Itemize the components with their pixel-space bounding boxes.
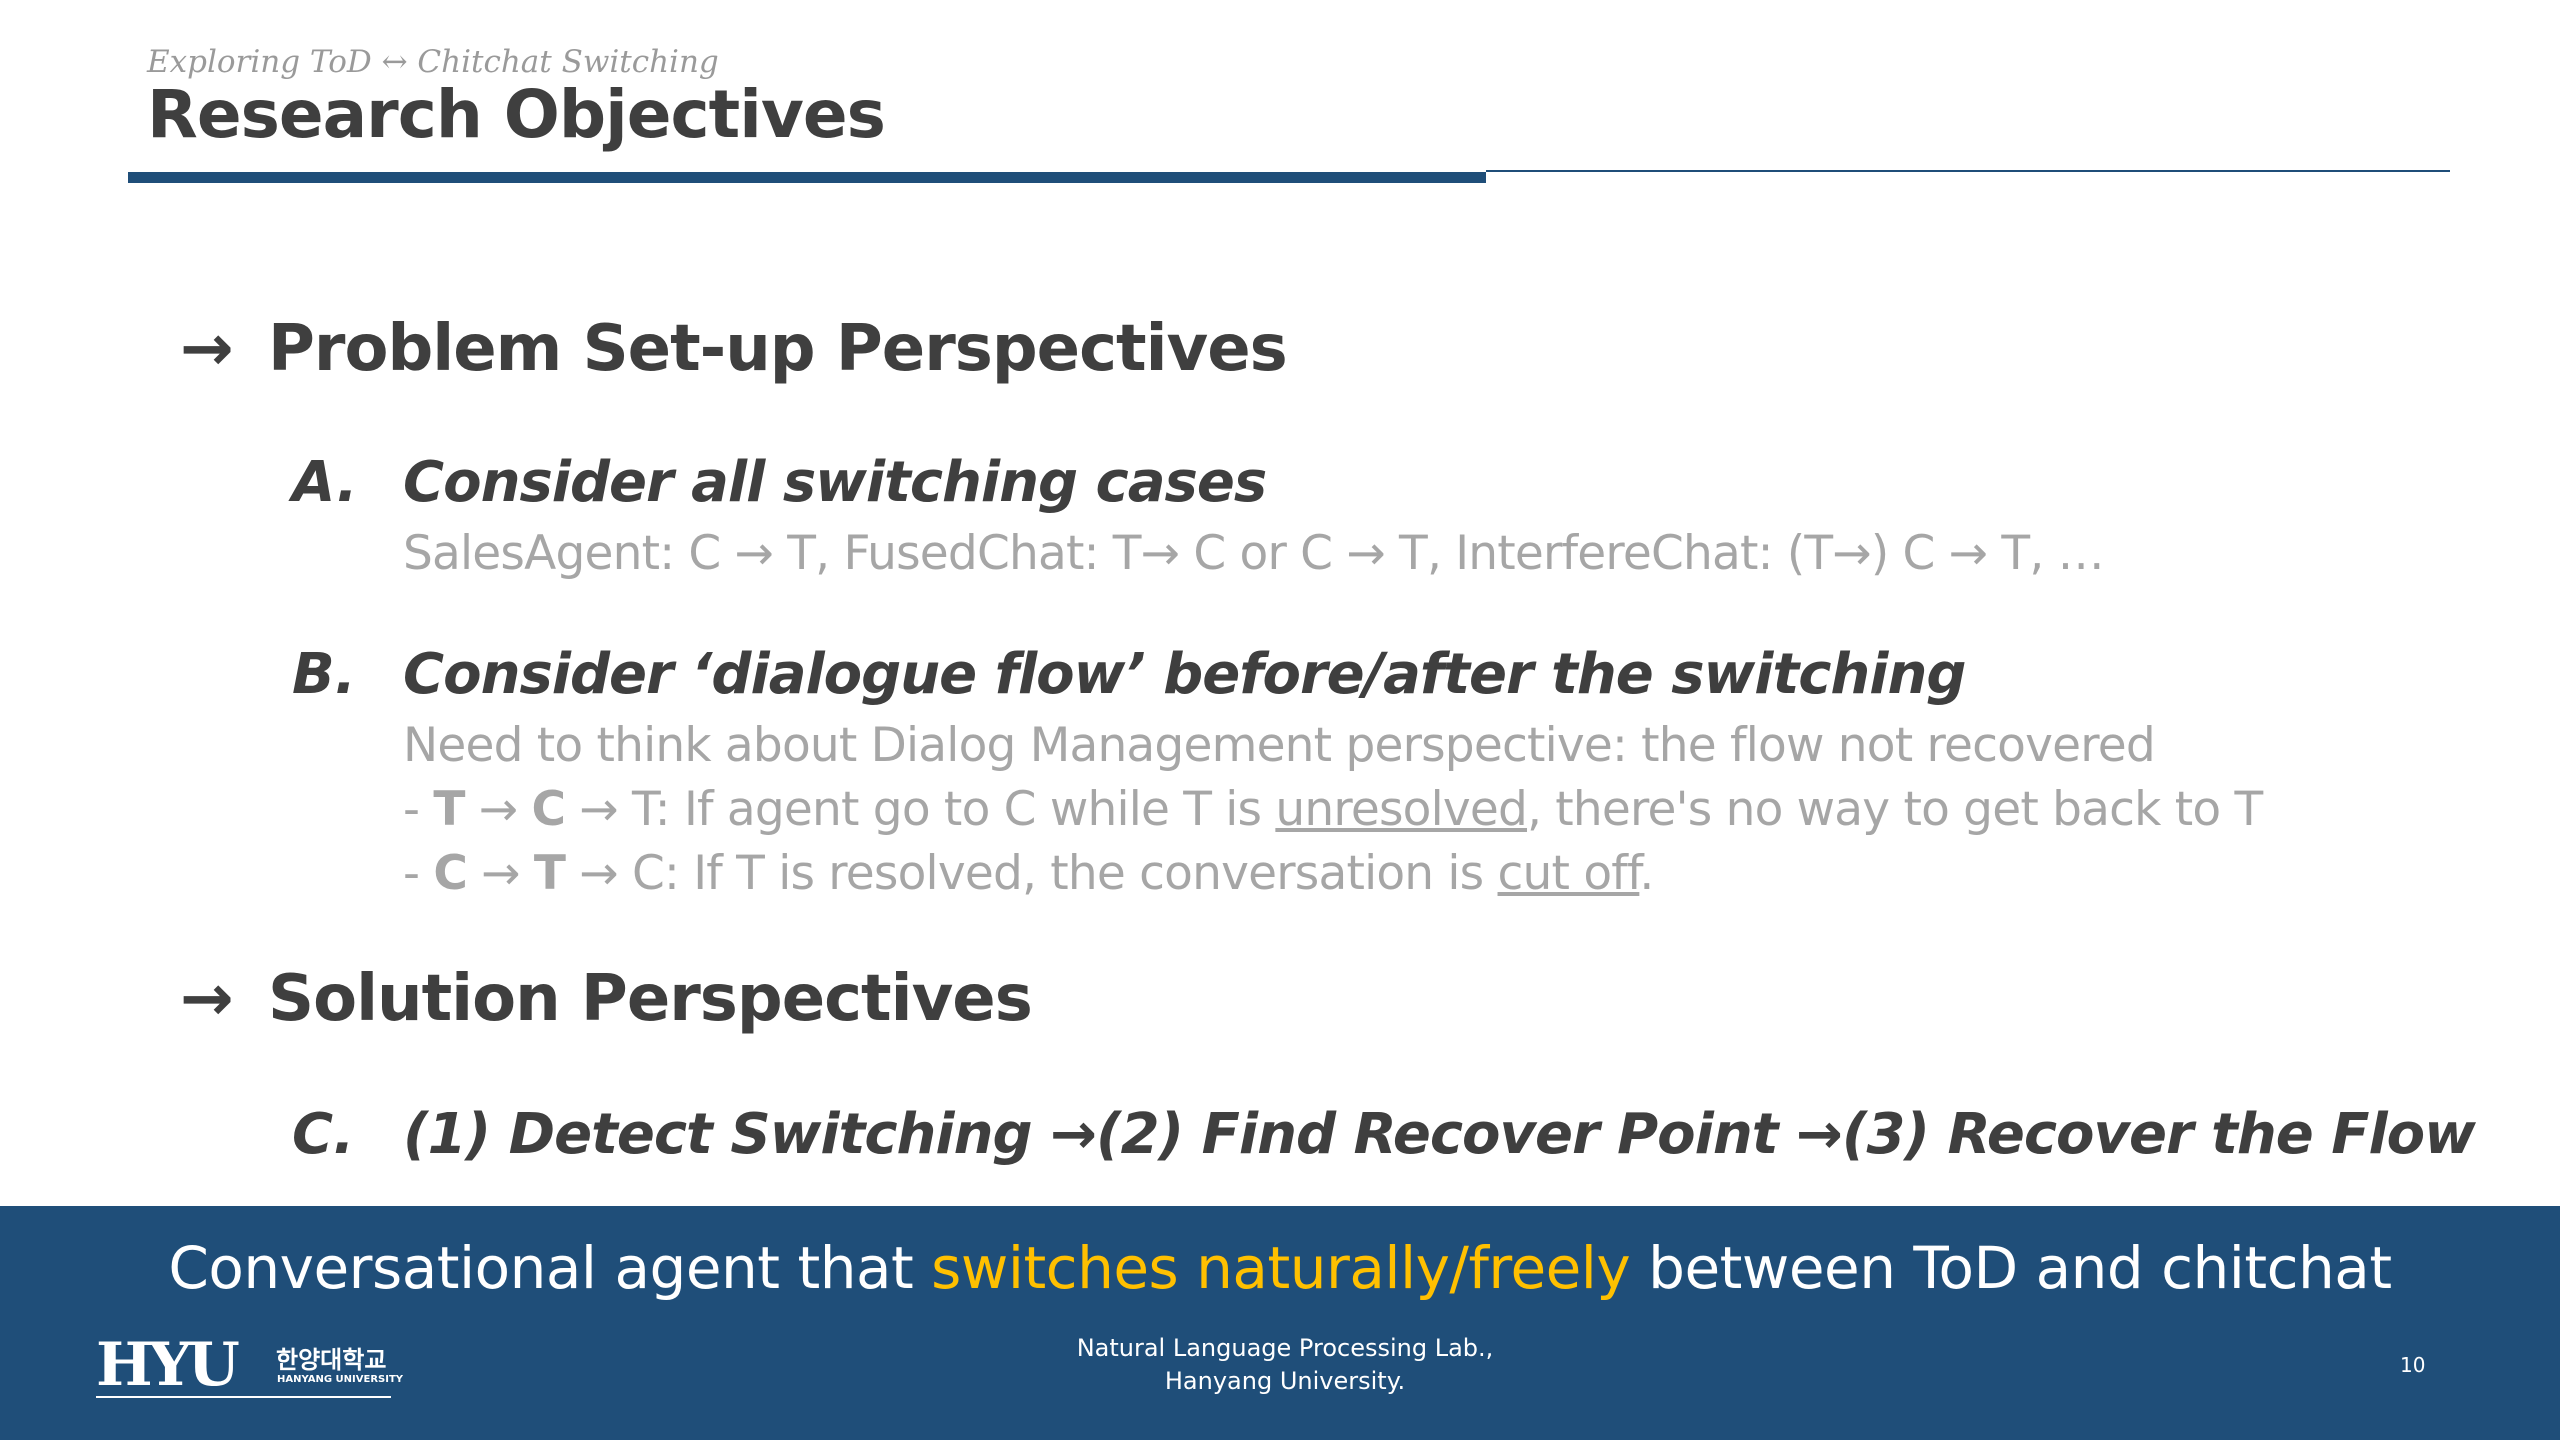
item-a-title: Consider all switching cases	[403, 450, 1267, 515]
banner-highlight: switches naturally/freely	[931, 1234, 1631, 1302]
hyu-wordmark: HYU	[96, 1330, 240, 1400]
logo-korean-name: 한양대학교	[276, 1346, 387, 1374]
t-token: T	[433, 782, 465, 837]
footer-banner	[0, 1206, 2560, 1440]
arrow-icon: →	[565, 782, 633, 837]
dash-prefix: -	[403, 782, 434, 837]
title-underline-thick	[128, 172, 1486, 183]
lab-affiliation: Natural Language Processing Lab., Hanyan…	[1000, 1332, 1570, 1398]
hyu-logo: HYU 한양대학교 HANYANG UNIVERSITY	[96, 1330, 403, 1400]
solution-heading-text: Solution Perspectives	[268, 962, 1033, 1036]
banner-text-end: between ToD and chitchat	[1630, 1234, 2392, 1302]
c-token: C	[531, 782, 566, 837]
page-number: 10	[2400, 1353, 2426, 1377]
underlined-text: cut off	[1497, 846, 1641, 901]
university-name: Hanyang University.	[1164, 1367, 1406, 1395]
underlined-text: unresolved	[1275, 782, 1528, 837]
c-token: C	[433, 846, 468, 901]
line-text: .	[1639, 846, 1654, 901]
item-b-line-1: Need to think about Dialog Management pe…	[403, 718, 2156, 773]
item-c-title: (1) Detect Switching →(2) Find Recover P…	[403, 1102, 2476, 1167]
t-token: T	[533, 846, 566, 901]
line-text: T: If agent go to C while T is	[632, 782, 1276, 837]
banner-message: Conversational agent that switches natur…	[0, 1234, 2560, 1302]
problem-heading-text: Problem Set-up Perspectives	[268, 312, 1288, 386]
logo-english-name: HANYANG UNIVERSITY	[277, 1374, 404, 1385]
problem-heading: → Problem Set-up Perspectives	[180, 312, 1288, 386]
item-c-letter: C.	[292, 1102, 355, 1167]
right-arrow-icon: →	[180, 962, 234, 1036]
dash-prefix: -	[403, 846, 434, 901]
item-b-letter: B.	[292, 642, 356, 707]
slide-title: Research Objectives	[147, 76, 886, 153]
title-underline-thin	[1486, 170, 2450, 172]
line-text: C: If T is resolved, the conversation is	[632, 846, 1498, 901]
arrow-icon: →	[464, 782, 532, 837]
item-a-letter: A.	[292, 450, 358, 515]
logo-underline	[96, 1396, 391, 1398]
solution-heading: → Solution Perspectives	[180, 962, 1033, 1036]
slide-supertitle: Exploring ToD ↔ Chitchat Switching	[147, 44, 719, 80]
line-text: , there's no way to get back to T	[1527, 782, 2263, 837]
lab-name: Natural Language Processing Lab.,	[1076, 1334, 1494, 1362]
item-b-title: Consider ‘dialogue flow’ before/after th…	[403, 642, 1966, 707]
right-arrow-icon: →	[180, 312, 234, 386]
item-a-switching-cases: SalesAgent: C → T, FusedChat: T→ C or C …	[403, 526, 2105, 581]
item-b-line-3: - C → T → C: If T is resolved, the conve…	[403, 846, 1654, 901]
item-b-line-2: - T → C → T: If agent go to C while T is…	[403, 782, 2263, 837]
banner-text-start: Conversational agent that	[168, 1234, 932, 1302]
arrow-icon: →	[565, 846, 633, 901]
arrow-icon: →	[467, 846, 534, 901]
